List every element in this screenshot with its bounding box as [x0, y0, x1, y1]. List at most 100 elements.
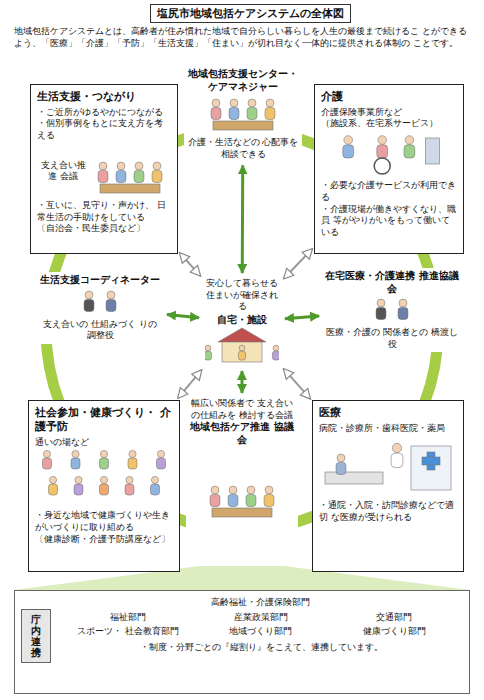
person-head: [126, 477, 133, 484]
person-head: [337, 454, 345, 462]
node-text: ・介護現場が働きやすくなり、職員 等がやりがいをもって働いている: [321, 204, 457, 239]
council-box: 在宅医療・介護連携 推進協議会医療・介護の 関係者との 橋渡し役: [322, 268, 462, 352]
picture-slot: [321, 130, 457, 180]
node-text: 医療・介護の 関係者との 橋渡し役: [325, 327, 459, 350]
person-head: [212, 99, 220, 107]
person-body: [157, 458, 166, 469]
person-body: [134, 170, 144, 182]
person-head: [266, 99, 274, 107]
person-body: [228, 495, 238, 507]
council-box: 幅広い関係者で 支え合いの仕組みを 検討する会議地域包括ケア推進 協議会: [186, 396, 298, 556]
node-text: ・制度・分野ごとの『縦割り』をこえて、連携しています。: [61, 642, 461, 654]
node-text: （施設系、在宅系サービス）: [321, 118, 457, 130]
support-arrow: [178, 370, 201, 397]
node-text: 安心して暮らせる 住まいが確保される: [205, 278, 279, 313]
picture-slot: [205, 326, 279, 366]
table: [213, 121, 273, 130]
picture-slot: [35, 448, 173, 510]
person-body: [264, 495, 274, 507]
picture-slot: [319, 434, 457, 500]
illustration: [35, 448, 173, 510]
node-text: ・個別事例をもとに支え方を考える: [37, 118, 171, 141]
support-arrow: [284, 249, 312, 278]
person-head: [49, 477, 56, 484]
person-head: [247, 486, 255, 494]
person-head: [100, 477, 107, 484]
illustration: [39, 289, 161, 319]
person-head: [399, 299, 407, 307]
person-head: [43, 451, 50, 458]
meeting-label: 支え合い推進 会議: [37, 160, 89, 181]
person-body: [71, 458, 80, 469]
node-text: 介護: [321, 90, 457, 104]
person-head: [229, 486, 237, 494]
support-arrow: [284, 369, 310, 398]
person-head: [248, 99, 256, 107]
node-text: 介護保険事業所など: [321, 107, 457, 119]
person-body: [398, 307, 408, 319]
picture-slot: [39, 289, 161, 319]
person-body: [210, 495, 220, 507]
person-head: [239, 345, 245, 351]
coordinator-box: 生活支援コーディネーター支え合いの 仕組みづく りの調整役: [36, 272, 164, 344]
node-text: ・ご近所がゆるやかにつながる: [37, 107, 171, 119]
support-arrow: [180, 253, 200, 275]
person-head: [230, 99, 238, 107]
node-text: ・互いに、見守り・声かけ、 日常生活の手助けをしている: [37, 200, 171, 223]
person-head: [153, 162, 161, 170]
care-robot: [426, 138, 440, 164]
person-body: [98, 170, 108, 182]
center-box: 地域包括支援センター・ ケアマネジャー介護・生活などの 心配事を相談できる: [184, 66, 302, 162]
person-head: [117, 162, 125, 170]
department-label: スポーツ・ 社会教育部門: [61, 626, 194, 637]
department-label: 産業政策部門: [194, 612, 327, 623]
person-head: [85, 291, 93, 299]
department-label: 福祉部門: [61, 612, 194, 623]
picture-slot: [187, 95, 299, 137]
service-box: 医療病院・診療所・歯科医院・薬局・通院・入院・訪問診療などで適切 な医療が受けら…: [312, 400, 464, 572]
office-tag: 庁内連携: [21, 609, 51, 663]
person-body: [246, 495, 256, 507]
person-body: [211, 107, 221, 119]
person-head: [392, 444, 401, 453]
person-body: [377, 145, 388, 158]
illustration: [321, 130, 457, 180]
person-body: [128, 458, 137, 469]
house-roof: [218, 328, 266, 342]
person-head: [72, 451, 79, 458]
picture-slot: [189, 448, 295, 524]
person-head: [211, 486, 219, 494]
node-text: 地域包括支援センター・ ケアマネジャー: [187, 68, 299, 93]
link-arrow: [241, 371, 244, 393]
link-arrow: [167, 315, 199, 318]
person-head: [75, 477, 82, 484]
person-body: [238, 351, 245, 360]
node-text: 通いの場など: [35, 437, 173, 449]
person-body: [84, 299, 94, 311]
picture-slot: [325, 297, 459, 327]
person-head: [205, 345, 211, 351]
service-box: 社会参加・健康づくり・ 介護予防通いの場など・身近な地域で健康づくりや生き がい…: [28, 400, 180, 572]
person-head: [344, 136, 353, 145]
department-label: 交通部門: [328, 612, 461, 623]
illustration: [89, 142, 171, 200]
node-text: ・必要な介護サービスが利用できる: [321, 180, 457, 203]
illustration: [187, 95, 299, 137]
hospital-bed: [325, 472, 383, 484]
office-band: 庁内連携高齢福祉・介護保険部門福祉部門産業政策部門交通部門スポーツ・ 社会教育部…: [14, 590, 470, 694]
home-box: 安心して暮らせる 住まいが確保される自宅・施設: [202, 276, 282, 368]
person-body: [272, 351, 279, 360]
person-body: [376, 307, 386, 319]
person-head: [378, 136, 387, 145]
wheelchair-wheel: [374, 158, 390, 174]
person-body: [336, 463, 346, 475]
person-body: [265, 107, 275, 119]
node-text: 地域包括ケア推進 協議会: [189, 421, 295, 446]
person-head: [157, 451, 164, 458]
person-head: [107, 291, 115, 299]
illustration: [205, 326, 279, 366]
node-text: 幅広い関係者で 支え合いの仕組みを 検討する会議: [189, 398, 295, 421]
intro-text: 地域包括ケアシステムとは、高齢者が住み慣れた地域で自分らしい暮らしを人生の最後ま…: [14, 25, 470, 49]
person-head: [377, 299, 385, 307]
person-head: [100, 451, 107, 458]
